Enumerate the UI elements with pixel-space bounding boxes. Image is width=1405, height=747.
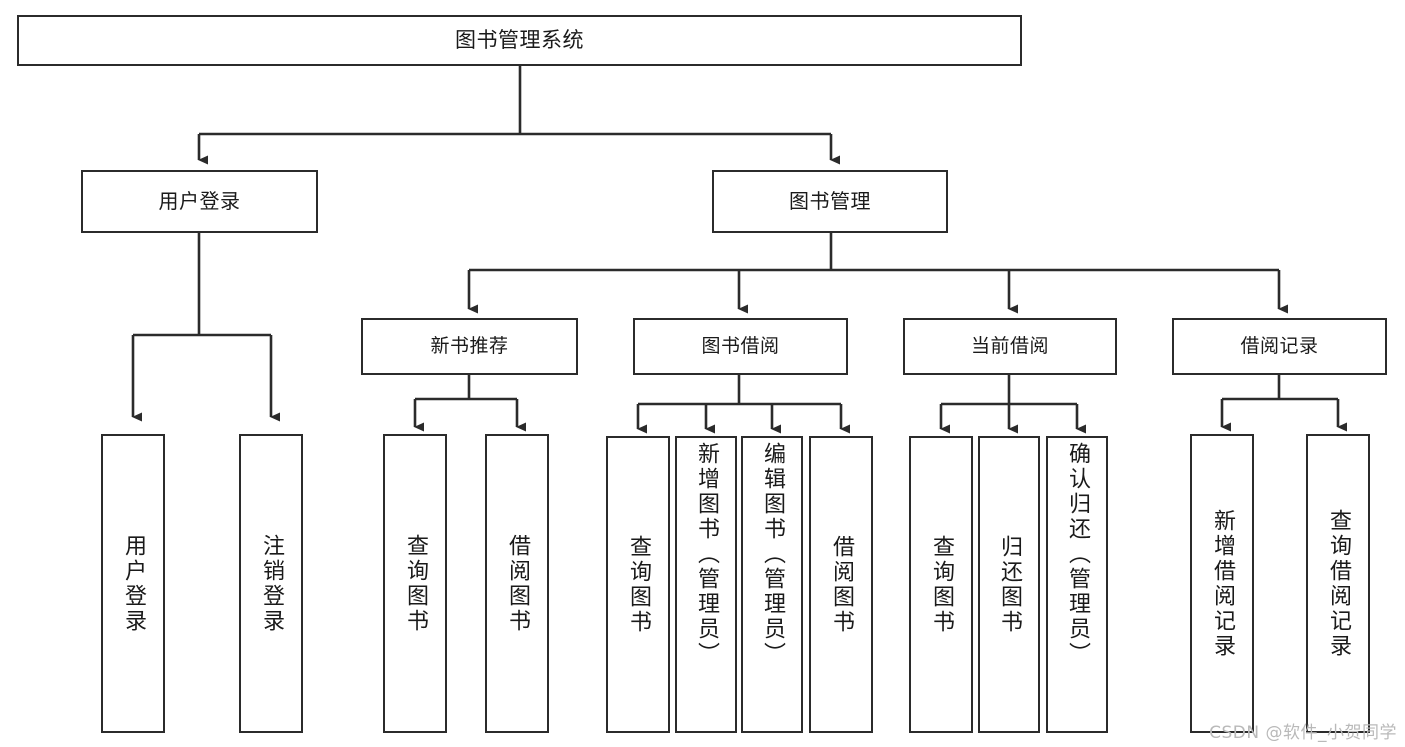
leaf-user-login-2-label: 注销登录 xyxy=(259,533,284,634)
leaf-record-1[interactable]: 新增借阅记录 xyxy=(1190,434,1254,733)
node-root[interactable]: 图书管理系统 xyxy=(17,15,1022,66)
leaf-record-1-label: 新增借阅记录 xyxy=(1210,508,1235,659)
leaf-current-1[interactable]: 查询图书 xyxy=(909,436,973,733)
leaf-borrow-2[interactable]: 新增图书（管理员） xyxy=(675,436,737,733)
node-current-borrow-label: 当前借阅 xyxy=(970,334,1049,357)
node-book-management-label: 图书管理 xyxy=(789,189,871,214)
leaf-user-login-1[interactable]: 用户登录 xyxy=(101,434,165,733)
leaf-user-login-1-label: 用户登录 xyxy=(121,533,146,634)
leaf-user-login-2[interactable]: 注销登录 xyxy=(239,434,303,733)
leaf-current-1-label: 查询图书 xyxy=(929,534,954,635)
watermark-text: CSDN @软件_小贺同学 xyxy=(1209,723,1397,743)
node-user-login[interactable]: 用户登录 xyxy=(81,170,318,233)
leaf-new-book-2[interactable]: 借阅图书 xyxy=(485,434,549,733)
node-new-book-recommend-label: 新书推荐 xyxy=(430,334,509,357)
leaf-borrow-2-label: 新增图书（管理员） xyxy=(694,442,719,667)
leaf-current-3[interactable]: 确认归还（管理员） xyxy=(1046,436,1108,733)
node-user-login-label: 用户登录 xyxy=(158,189,241,214)
leaf-borrow-4-label: 借阅图书 xyxy=(829,534,854,635)
leaf-current-2[interactable]: 归还图书 xyxy=(978,436,1040,733)
node-book-management[interactable]: 图书管理 xyxy=(712,170,948,233)
node-current-borrow[interactable]: 当前借阅 xyxy=(903,318,1117,375)
node-root-label: 图书管理系统 xyxy=(455,27,584,52)
leaf-record-2[interactable]: 查询借阅记录 xyxy=(1306,434,1370,733)
leaf-borrow-3-label: 编辑图书（管理员） xyxy=(760,442,785,667)
node-book-borrow[interactable]: 图书借阅 xyxy=(633,318,848,375)
leaf-current-3-label: 确认归还（管理员） xyxy=(1065,442,1090,667)
node-new-book-recommend[interactable]: 新书推荐 xyxy=(361,318,578,375)
leaf-current-2-label: 归还图书 xyxy=(997,534,1022,635)
leaf-new-book-2-label: 借阅图书 xyxy=(505,533,530,634)
leaf-borrow-1[interactable]: 查询图书 xyxy=(606,436,670,733)
leaf-new-book-1[interactable]: 查询图书 xyxy=(383,434,447,733)
leaf-new-book-1-label: 查询图书 xyxy=(403,533,428,634)
node-book-borrow-label: 图书借阅 xyxy=(701,334,780,357)
leaf-borrow-1-label: 查询图书 xyxy=(626,534,651,635)
leaf-borrow-4[interactable]: 借阅图书 xyxy=(809,436,873,733)
leaf-borrow-3[interactable]: 编辑图书（管理员） xyxy=(741,436,803,733)
node-borrow-record[interactable]: 借阅记录 xyxy=(1172,318,1387,375)
node-borrow-record-label: 借阅记录 xyxy=(1240,334,1319,357)
leaf-record-2-label: 查询借阅记录 xyxy=(1326,508,1351,659)
